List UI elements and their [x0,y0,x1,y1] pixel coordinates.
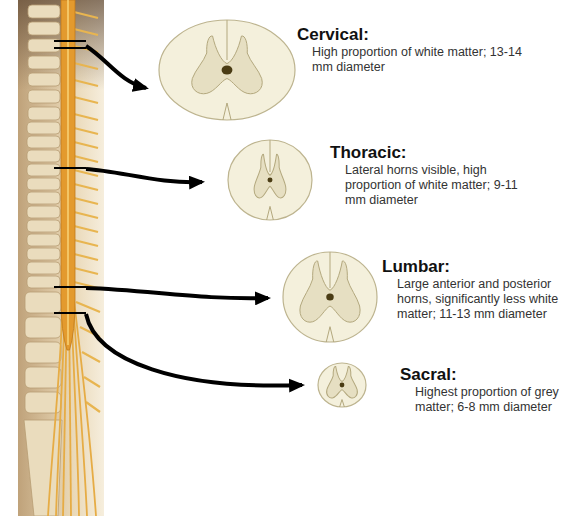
section-label: Cervical:High proportion of white matter… [297,25,527,75]
section-label: Thoracic:Lateral horns visible, high pro… [330,143,525,208]
level-markers [54,41,86,313]
cervical-cross-section [159,20,295,120]
vertebrae [24,5,62,516]
section-description: Large anterior and posterior horns, sign… [397,277,571,322]
nerve-roots [74,12,100,412]
sacral-cross-section [318,363,366,407]
section-heading: Lumbar: [382,257,571,277]
section-description: Highest proportion of grey matter; 6-8 m… [415,385,571,415]
section-description: Lateral horns visible, high proportion o… [345,163,525,208]
spine-background [18,0,104,516]
lumbar-cross-section [283,252,377,342]
section-heading: Cervical: [297,25,527,45]
section-heading: Sacral: [400,365,571,385]
section-heading: Thoracic: [330,143,525,163]
cord-highlight [67,0,69,345]
thoracic-cross-section [228,140,312,220]
section-description: High proportion of white matter; 13-14 m… [312,45,527,75]
section-label: Lumbar:Large anterior and posterior horn… [382,257,571,322]
spinal-cord [61,0,75,350]
section-label: Sacral:Highest proportion of grey matter… [400,365,571,415]
